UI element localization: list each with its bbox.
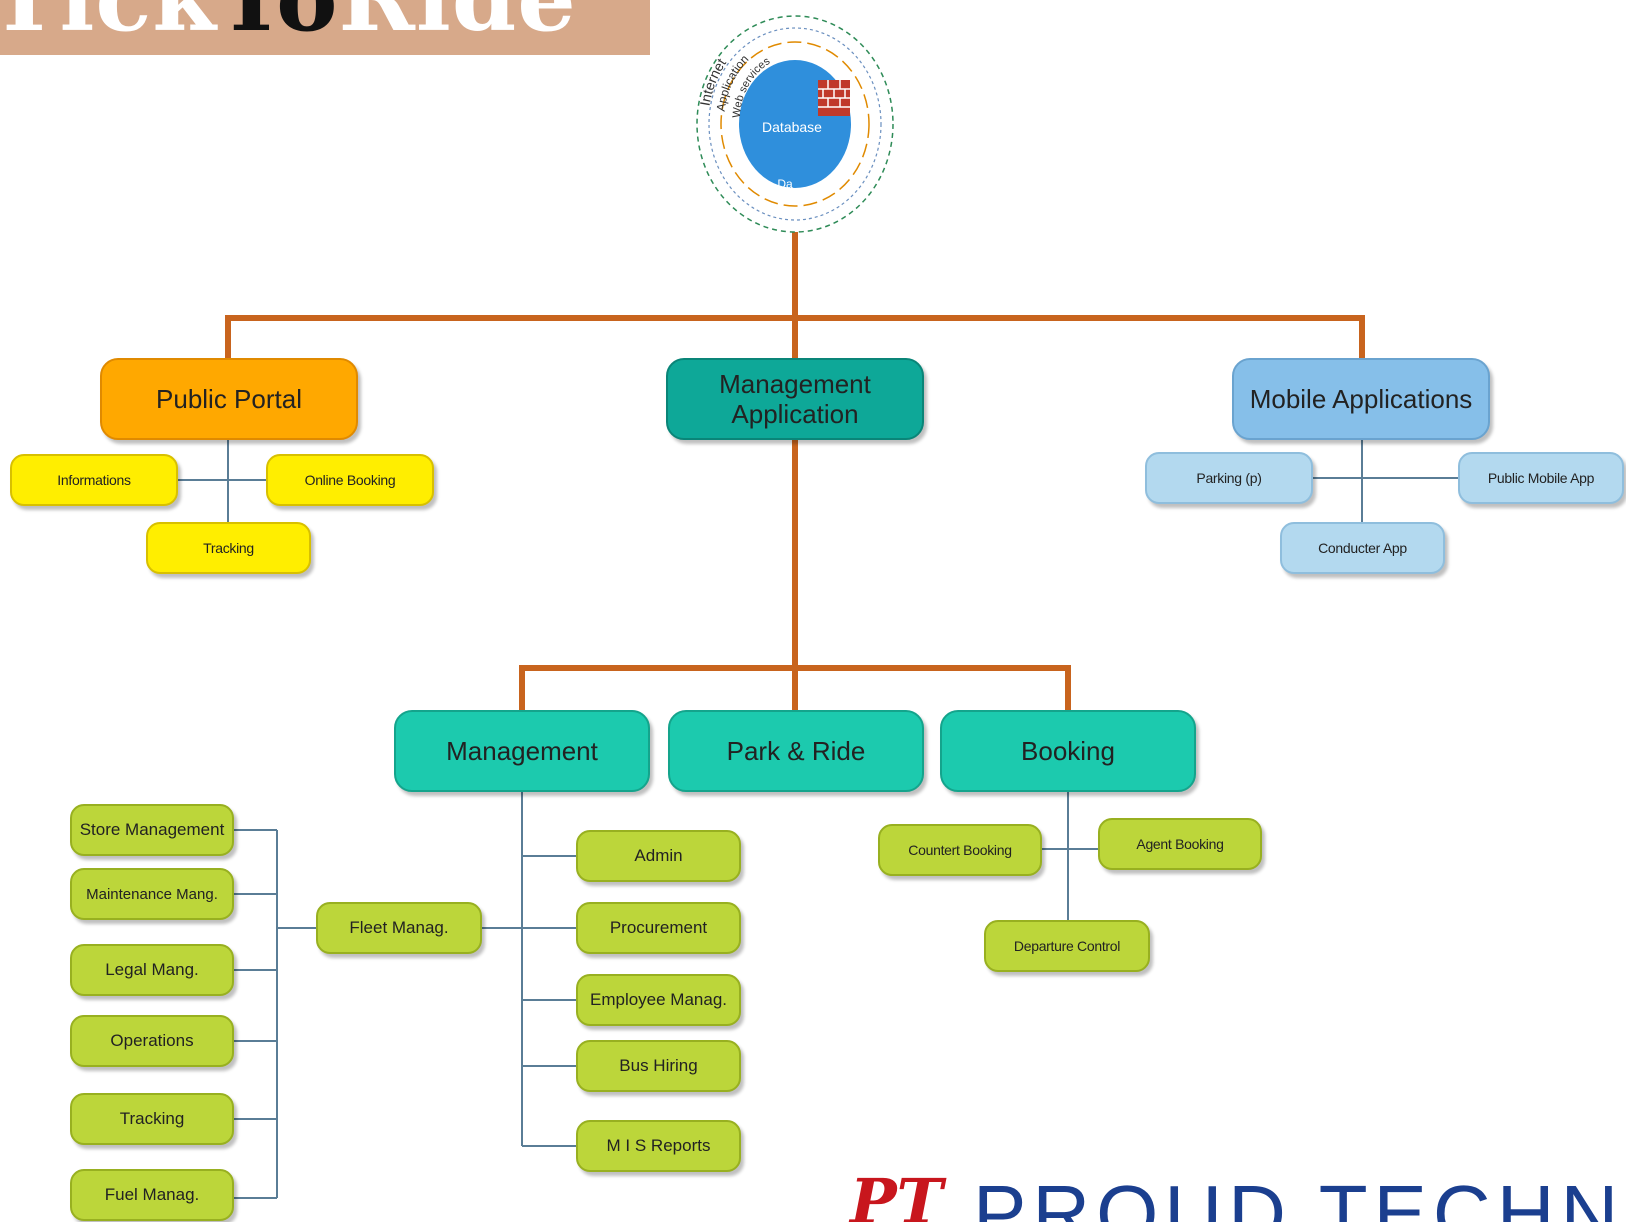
departure-control-node[interactable]: Departure Control [984, 920, 1150, 972]
database-hub: Internet Application Web services Databa… [690, 6, 900, 236]
inner-ring [720, 41, 870, 207]
management-node[interactable]: Management [394, 710, 650, 792]
online-booking-node[interactable]: Online Booking [266, 454, 434, 506]
mid-ring [708, 27, 882, 221]
company-logo-text: PROUD TECHNOLOGI [973, 1169, 1626, 1222]
park-and-ride-node[interactable]: Park & Ride [668, 710, 924, 792]
bus-hiring-node[interactable]: Bus Hiring [576, 1040, 741, 1092]
parking-node[interactable]: Parking (p) [1145, 452, 1313, 504]
main-connectors [225, 232, 1365, 715]
countert-booking-node[interactable]: Countert Booking [878, 824, 1042, 876]
company-logo: PT PROUD TECHNOLOGI [845, 1160, 1626, 1222]
admin-node[interactable]: Admin [576, 830, 741, 882]
agent-booking-node[interactable]: Agent Booking [1098, 818, 1262, 870]
mobile-applications-node[interactable]: Mobile Applications [1232, 358, 1490, 440]
outer-ring [696, 15, 894, 233]
management-application-node[interactable]: Management Application [666, 358, 924, 440]
mis-reports-node[interactable]: M I S Reports [576, 1120, 741, 1172]
procurement-node[interactable]: Procurement [576, 902, 741, 954]
company-logo-mark: PT [850, 1165, 943, 1222]
tracking-node[interactable]: Tracking [146, 522, 311, 574]
fleet-tracking-node[interactable]: Tracking [70, 1093, 234, 1145]
sub-connectors [176, 440, 1460, 1199]
fuel-manag-node[interactable]: Fuel Manag. [70, 1169, 234, 1221]
database-label: Database [762, 119, 822, 135]
brand-banner: TickToRide [0, 0, 650, 55]
employee-manag-node[interactable]: Employee Manag. [576, 974, 741, 1026]
public-mobile-app-node[interactable]: Public Mobile App [1458, 452, 1624, 504]
informations-node[interactable]: Informations [10, 454, 178, 506]
store-management-node[interactable]: Store Management [70, 804, 234, 856]
brand-banner-text: TickToRide [0, 0, 577, 48]
maintenance-mang-node[interactable]: Maintenance Mang. [70, 868, 234, 920]
conducter-app-node[interactable]: Conducter App [1280, 522, 1445, 574]
firewall-icon [818, 80, 850, 116]
booking-node[interactable]: Booking [940, 710, 1196, 792]
public-portal-node[interactable]: Public Portal [100, 358, 358, 440]
legal-mang-node[interactable]: Legal Mang. [70, 944, 234, 996]
database-sub-label: Da [777, 177, 793, 191]
fleet-manag-node[interactable]: Fleet Manag. [316, 902, 482, 954]
operations-node[interactable]: Operations [70, 1015, 234, 1067]
